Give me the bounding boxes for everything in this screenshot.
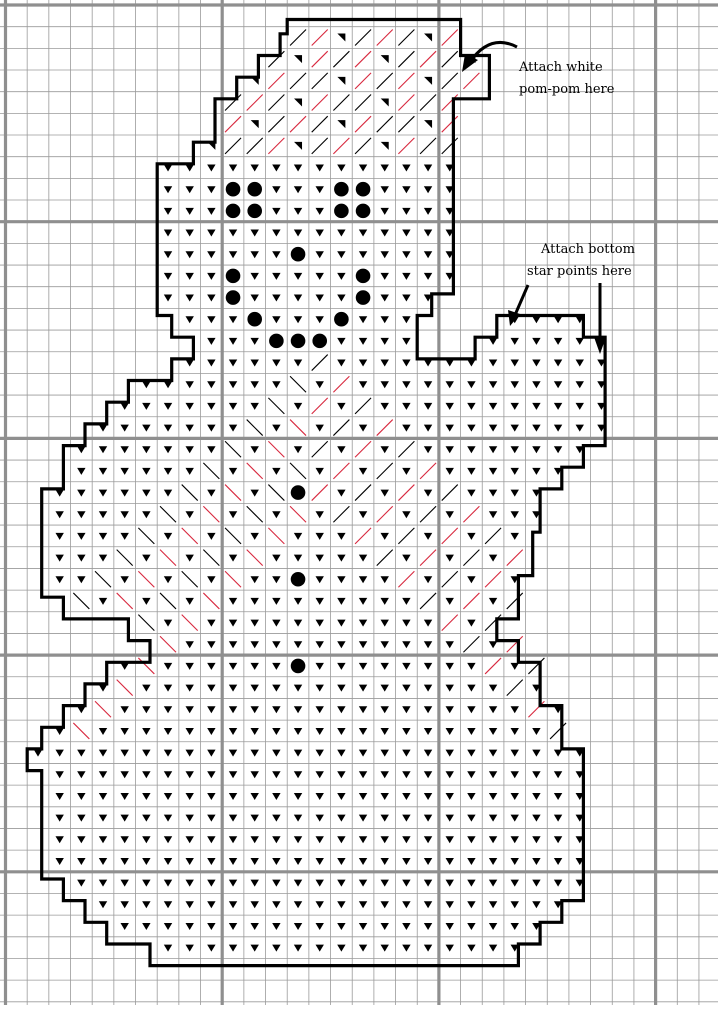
french-knot (291, 334, 306, 349)
star-label-line2: star points here (527, 264, 632, 279)
french-knot (291, 659, 306, 674)
french-knot (247, 182, 262, 197)
french-knot (356, 269, 371, 284)
french-knot (334, 312, 349, 327)
pompom-label-line2: pom-pom here (519, 82, 615, 97)
french-knot (226, 182, 241, 197)
french-knot (334, 182, 349, 197)
french-knot (334, 204, 349, 219)
french-knot (226, 290, 241, 305)
pompom-label-line1: Attach white (518, 60, 603, 75)
french-knot (356, 182, 371, 197)
french-knot (291, 485, 306, 500)
french-knot (269, 334, 284, 349)
french-knot (226, 204, 241, 219)
french-knot (312, 334, 327, 349)
french-knot (247, 312, 262, 327)
french-knot (226, 269, 241, 284)
french-knot (356, 204, 371, 219)
french-knot (291, 572, 306, 587)
french-knot (291, 247, 306, 262)
french-knot (356, 290, 371, 305)
star-label-line1: Attach bottom (540, 242, 635, 257)
french-knot (247, 204, 262, 219)
